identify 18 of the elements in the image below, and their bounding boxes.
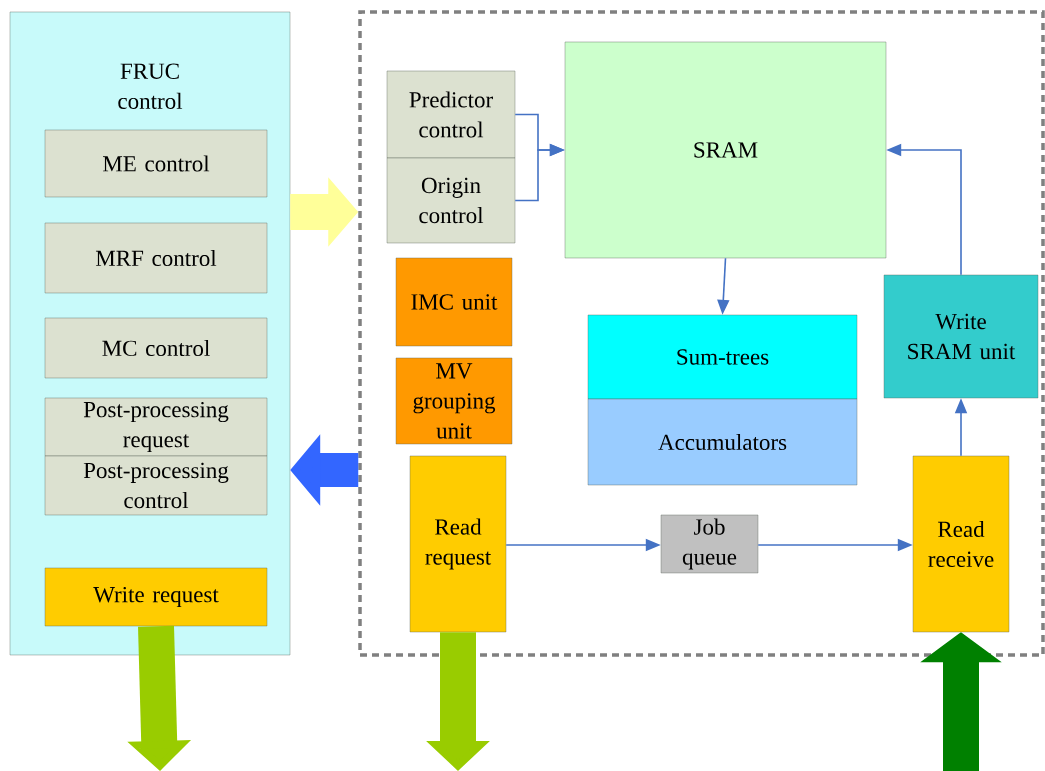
control-box: Post-processing request: [44, 397, 268, 457]
control-box: Predictor control: [386, 70, 516, 159]
unit-box: Sum-trees: [587, 314, 858, 400]
unit-box: Accumulators: [587, 398, 858, 486]
control-box: Post-processing control: [44, 455, 268, 516]
memory-box: SRAM: [564, 41, 887, 259]
queue-box: Job queue: [660, 514, 759, 574]
control-box: MRF control: [44, 222, 268, 294]
unit-box: IMC unit: [395, 257, 513, 347]
dashed-region: [358, 10, 1045, 657]
control-box: Origin control: [386, 157, 516, 244]
request-box: Read receive: [912, 455, 1010, 633]
request-box: Read request: [409, 455, 507, 633]
request-box: Write request: [44, 567, 268, 627]
control-box: MC control: [44, 317, 268, 379]
unit-box: MV grouping unit: [395, 357, 513, 445]
control-box: ME control: [44, 129, 268, 198]
unit-box: Write SRAM unit: [883, 274, 1039, 399]
